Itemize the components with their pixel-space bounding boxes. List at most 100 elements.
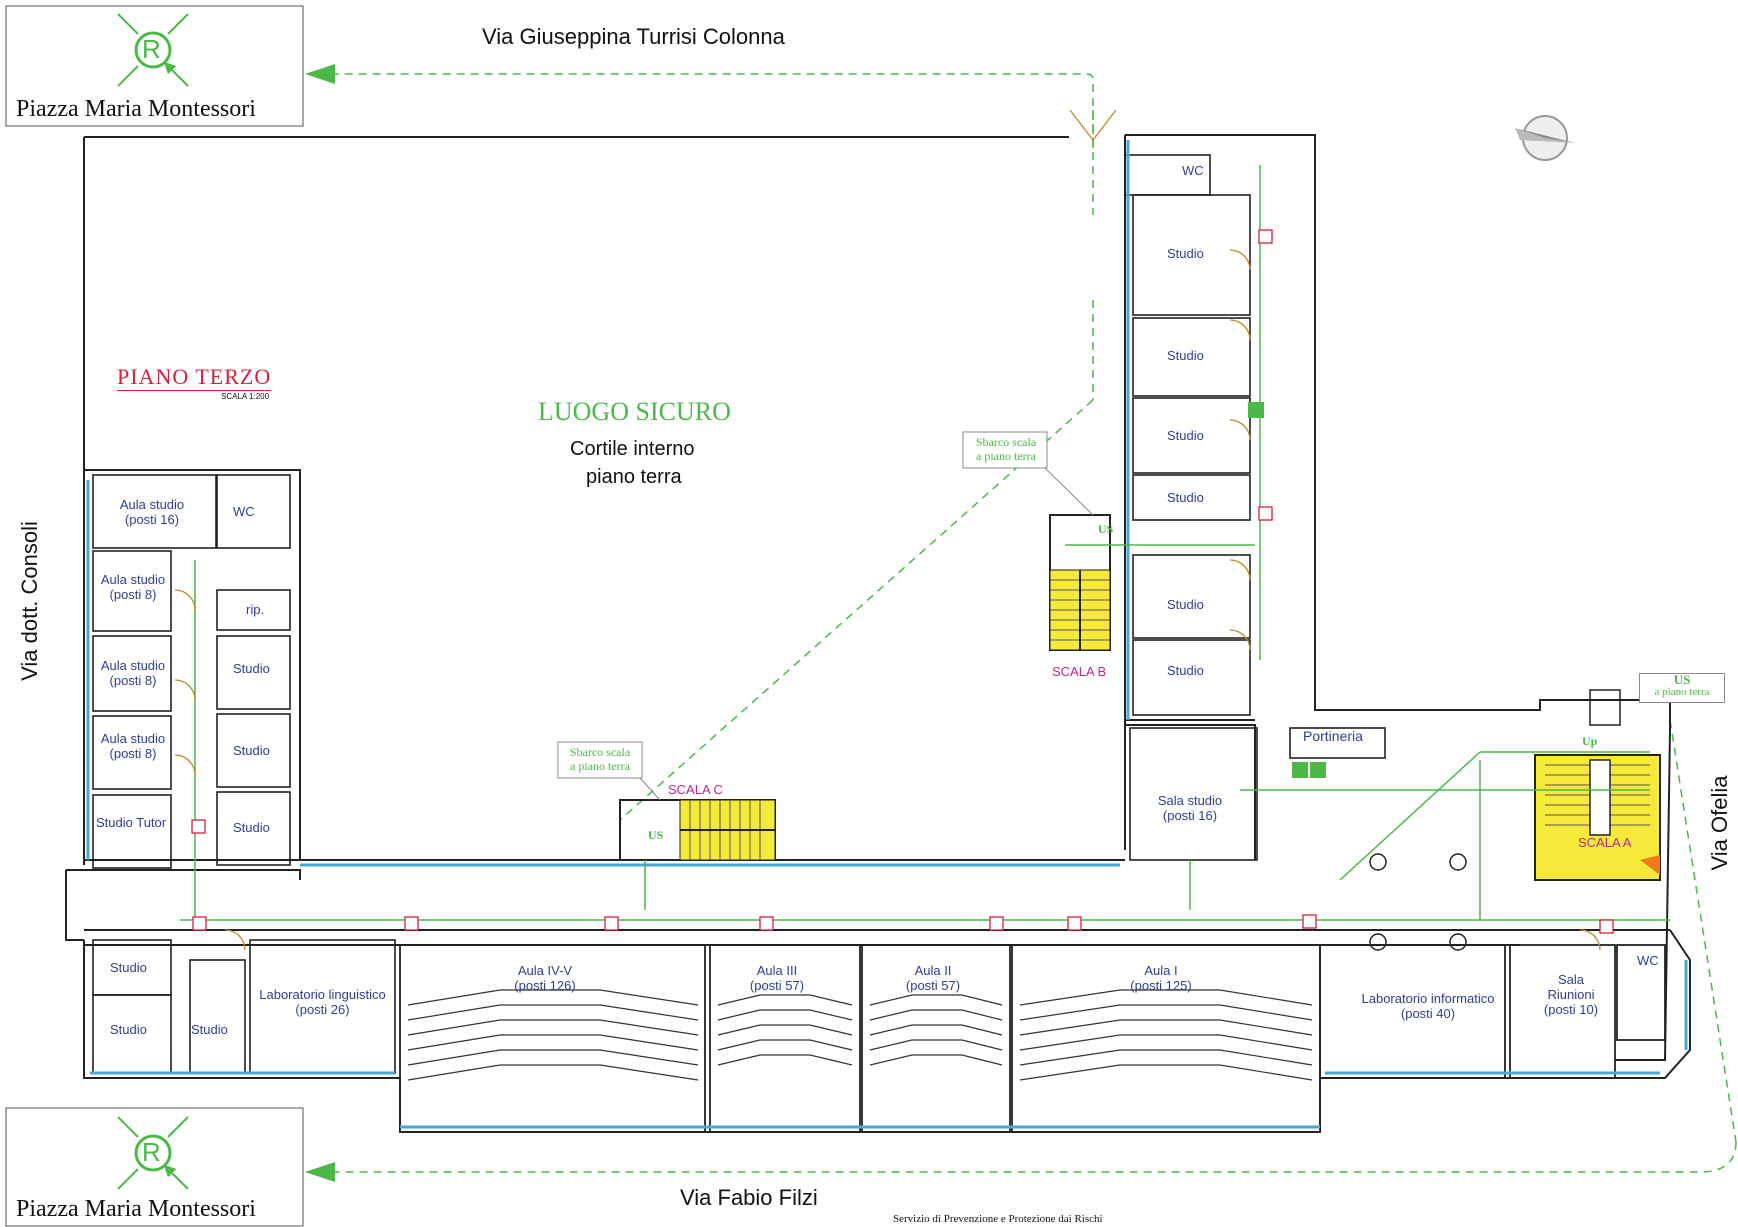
scale-label: SCALA 1:200 [221, 392, 270, 401]
right-wing-partitions [1124, 154, 1386, 861]
room-studio-6: Studio [1167, 663, 1204, 678]
extinguisher-icons [191, 229, 1614, 934]
building-walls [65, 134, 1691, 1133]
assembly-arrows [305, 64, 335, 1182]
room-aula-studio-8b: Aula studio (posti 8) [96, 658, 170, 688]
room-studio-bl1: Studio [110, 960, 147, 975]
room-aula-studio-8c-name: Aula studio [100, 731, 166, 746]
safe-place-title: LUOGO SICURO [538, 397, 731, 426]
floor-title: PIANO TERZO [117, 364, 272, 391]
room-sala-studio-name: Sala studio [1157, 793, 1223, 808]
footer-text: Servizio di Prevenzione e Protezione dai… [893, 1213, 1103, 1225]
compass-icon [1515, 115, 1575, 161]
room-aula-studio-16-name: Aula studio [119, 497, 185, 512]
room-studio-bl3: Studio [191, 1022, 228, 1037]
stair-b [1049, 514, 1111, 651]
room-aula-iv-v: Aula IV-V (posti 126) [505, 963, 585, 993]
room-aula-iv-v-posti: (posti 126) [514, 978, 576, 993]
room-sala-riunioni-posti: (posti 10) [1543, 1002, 1599, 1017]
street-top: Via Giuseppina Turrisi Colonna [482, 24, 785, 49]
room-aula-studio-8b-name: Aula studio [100, 658, 166, 673]
room-sala-riunioni: Sala Riunioni (posti 10) [1536, 972, 1606, 1017]
room-lab-linguistico-name: Laboratorio linguistico [259, 987, 386, 1002]
room-studio-l2: Studio [233, 743, 270, 758]
landing-b-callout: Sbarco scala a piano terra [966, 435, 1046, 463]
room-studio-bl2: Studio [110, 1022, 147, 1037]
landing-b-line1: Sbarco scala [975, 435, 1037, 449]
room-studio-tutor: Studio Tutor [96, 815, 167, 830]
street-bottom: Via Fabio Filzi [680, 1185, 818, 1210]
room-wc-left: WC [233, 504, 255, 519]
assembly-point-top [5, 5, 304, 127]
room-studio-1: Studio [1167, 246, 1204, 261]
up-label-a: Up [1582, 734, 1598, 748]
first-aid-icons [1248, 402, 1326, 778]
scala-c-label: SCALA C [668, 782, 723, 797]
room-aula-iii: Aula III (posti 57) [742, 963, 812, 993]
room-studio-2: Studio [1167, 348, 1204, 363]
street-left: Via dott. Consoli [17, 521, 42, 681]
landing-b-line2: a piano terra [976, 449, 1036, 463]
room-aula-studio-8b-posti: (posti 8) [109, 673, 157, 688]
room-studio-l3: Studio [233, 820, 270, 835]
us-ground-callout: US a piano terra [1639, 673, 1725, 703]
street-right: Via Ofelia [1707, 775, 1732, 871]
room-sala-riunioni-line1: Sala [1557, 972, 1585, 987]
assembly-point-top-symbol: R [142, 34, 161, 64]
classrooms [399, 944, 1666, 1133]
room-studio-3: Studio [1167, 428, 1204, 443]
room-aula-studio-8a-posti: (posti 8) [109, 587, 157, 602]
safe-place-line1: Cortile interno [570, 438, 695, 460]
room-aula-i: Aula I (posti 125) [1126, 963, 1196, 993]
room-aula-iii-posti: (posti 57) [749, 978, 805, 993]
room-sala-studio: Sala studio (posti 16) [1150, 793, 1230, 823]
room-aula-i-name: Aula I [1144, 963, 1178, 978]
room-aula-ii: Aula II (posti 57) [898, 963, 968, 993]
columns [1369, 853, 1467, 951]
evacuation-route-outer [330, 73, 1737, 1173]
landing-callouts [557, 431, 1094, 801]
room-rip: rip. [246, 602, 265, 617]
assembly-point-bottom-label: Piazza Maria Montessori [16, 1196, 256, 1222]
room-studio-4: Studio [1167, 490, 1204, 505]
room-aula-studio-8c-posti: (posti 8) [109, 746, 157, 761]
room-aula-ii-posti: (posti 57) [905, 978, 961, 993]
room-aula-studio-8a-name: Aula studio [100, 572, 166, 587]
room-lab-informatico: Laboratorio informatico (posti 40) [1353, 991, 1503, 1021]
room-aula-iii-name: Aula III [756, 963, 798, 978]
landing-c-line1: Sbarco scala [569, 745, 631, 759]
scala-b-label: SCALA B [1052, 664, 1107, 679]
windows [86, 140, 1688, 1129]
room-wc-top: WC [1182, 163, 1204, 178]
room-aula-studio-16-posti: (posti 16) [124, 512, 180, 527]
evacuation-routes [180, 165, 1670, 925]
room-aula-studio-16: Aula studio (posti 16) [112, 497, 192, 527]
room-sala-riunioni-line2: Riunioni [1547, 987, 1595, 1002]
us-label-b: US [1098, 522, 1114, 536]
us-ground-line1: US [1673, 672, 1691, 687]
room-wc-right: WC [1637, 953, 1659, 968]
seating-rows [407, 989, 1313, 1081]
room-sala-studio-posti: (posti 16) [1162, 808, 1218, 823]
room-studio-5: Studio [1167, 597, 1204, 612]
room-aula-iv-v-name: Aula IV-V [517, 963, 573, 978]
room-aula-studio-8a: Aula studio (posti 8) [96, 572, 170, 602]
landing-c-line2: a piano terra [570, 759, 630, 773]
room-lab-linguistico: Laboratorio linguistico (posti 26) [255, 987, 390, 1017]
room-studio-l1: Studio [233, 661, 270, 676]
room-aula-i-posti: (posti 125) [1130, 978, 1192, 993]
room-aula-ii-name: Aula II [914, 963, 952, 978]
room-aula-studio-8c: Aula studio (posti 8) [96, 731, 170, 761]
safe-place-line2: piano terra [586, 466, 682, 488]
us-label-c: US [648, 828, 664, 842]
room-lab-informatico-name: Laboratorio informatico [1361, 991, 1495, 1006]
assembly-point-bottom [5, 1107, 304, 1227]
landing-c-callout: Sbarco scala a piano terra [560, 745, 640, 773]
room-portineria: Portineria [1303, 728, 1363, 744]
assembly-point-bottom-symbol: R [142, 1137, 161, 1167]
stair-c [619, 799, 776, 861]
scala-a-label: SCALA A [1578, 835, 1632, 850]
us-ground-line2: a piano terra [1654, 686, 1710, 698]
stair-a [1534, 689, 1661, 881]
